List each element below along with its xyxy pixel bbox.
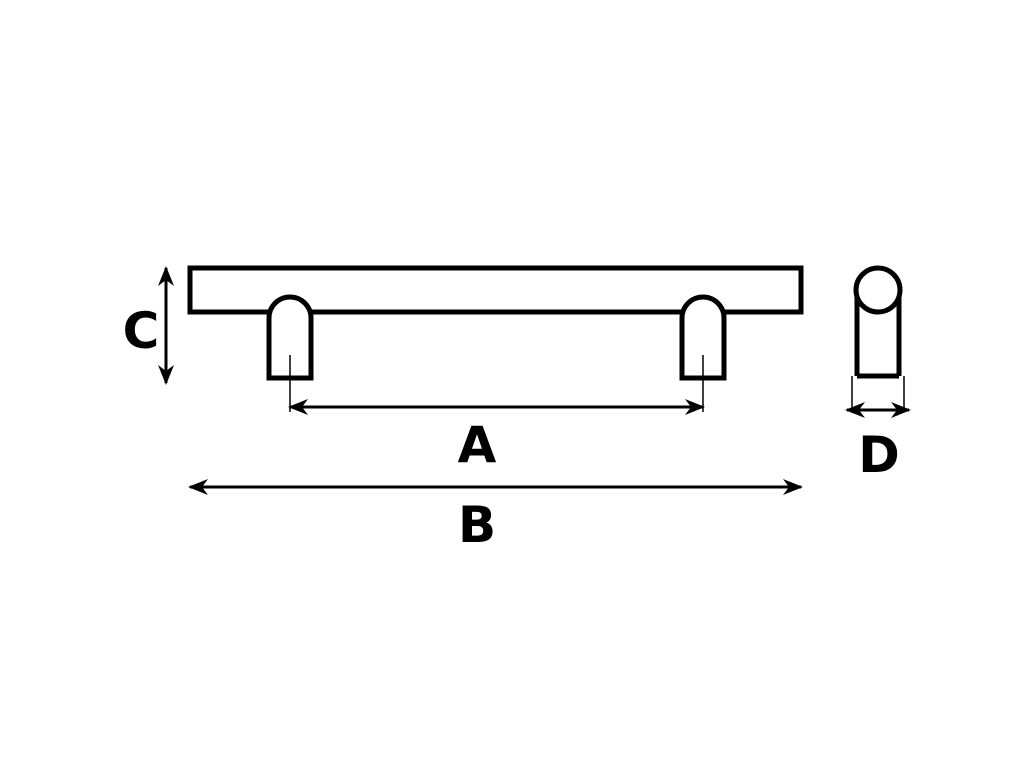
dimension-d: D xyxy=(845,402,911,484)
dimension-a: A xyxy=(288,399,705,474)
left-post xyxy=(266,294,314,381)
dimension-a-label: A xyxy=(458,416,497,474)
dimension-b: B xyxy=(188,479,803,554)
handle-end-view xyxy=(851,265,905,412)
right-post xyxy=(679,294,727,381)
dimension-d-label: D xyxy=(858,426,900,484)
handle-side-view xyxy=(187,265,804,381)
handle-bar xyxy=(187,265,804,315)
dimension-c-label: C xyxy=(123,302,160,360)
post-centerlines xyxy=(289,355,704,412)
dimension-b-label: B xyxy=(458,496,496,554)
dimension-c: C xyxy=(123,266,174,385)
end-view-bar-circle xyxy=(853,265,903,315)
